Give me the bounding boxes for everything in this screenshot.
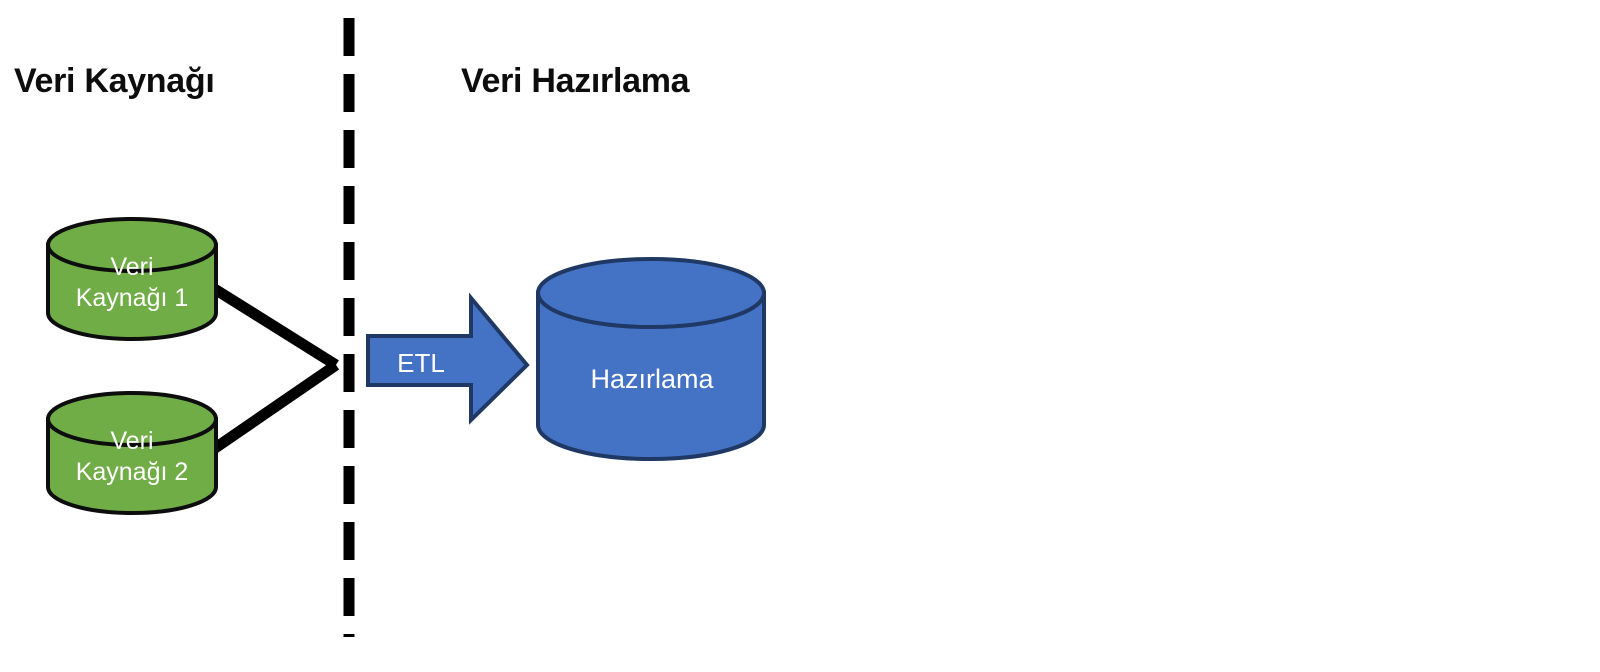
source-cylinder-1-top (46, 217, 218, 273)
source-cylinder-1[interactable] (46, 217, 218, 341)
connector-source-2 (201, 360, 340, 460)
etl-arrow-icon[interactable] (366, 292, 530, 425)
etl-arrow-shape (366, 292, 530, 425)
connector-source-1 (202, 278, 339, 370)
staging-cylinder-body (536, 291, 766, 461)
staging-cylinder-top (536, 257, 766, 329)
connector-lines (201, 278, 340, 460)
section-title-data-source: Veri Kaynağı (14, 62, 215, 100)
staging-cylinder[interactable] (536, 257, 766, 461)
section-title-data-staging: Veri Hazırlama (461, 62, 690, 100)
source-cylinder-2[interactable] (46, 391, 218, 515)
source-cylinder-2-top (46, 391, 218, 447)
